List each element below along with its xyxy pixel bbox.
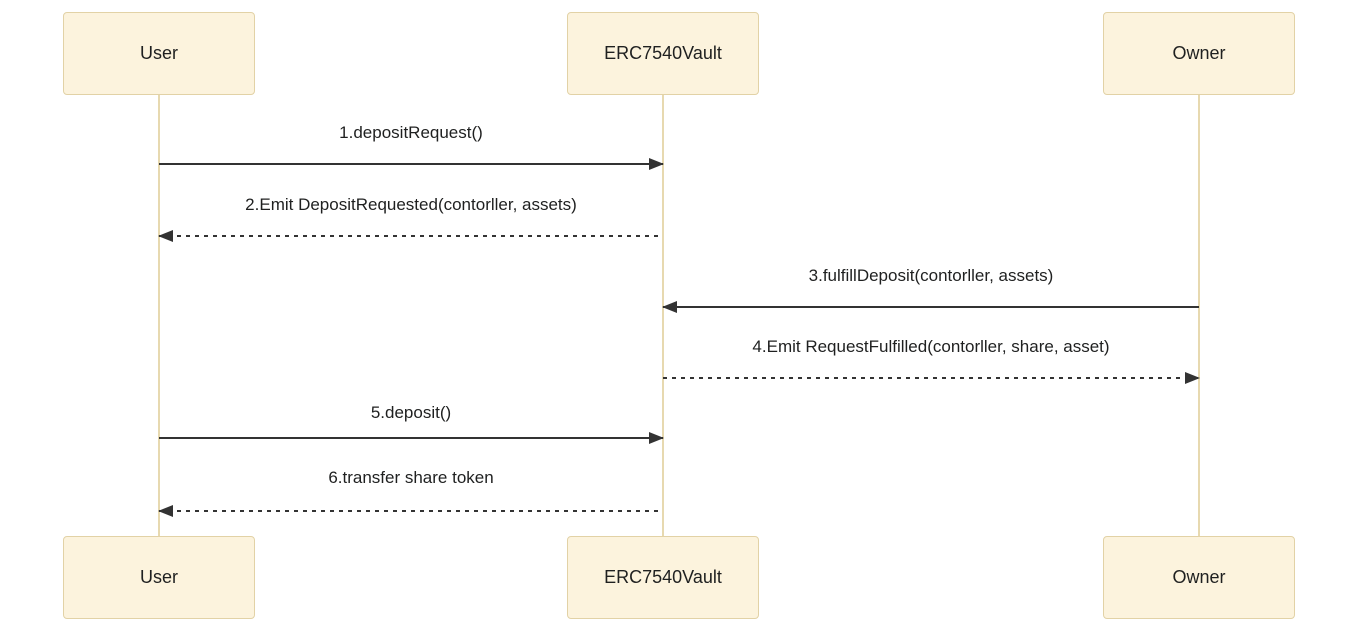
actor-box-vault-top: ERC7540Vault <box>567 12 759 95</box>
message-6-line <box>158 505 663 517</box>
message-2-label: 2.Emit DepositRequested(contorller, asse… <box>245 195 577 214</box>
actor-box-owner-bottom: Owner <box>1103 536 1295 619</box>
actor-label-user: User <box>139 43 178 63</box>
actor-box-owner-top: Owner <box>1103 12 1295 95</box>
message-5-line <box>159 432 664 444</box>
lifeline-user <box>158 95 160 536</box>
actor-box-user-top: User <box>63 12 255 95</box>
actor-label-vault-bottom: ERC7540Vault <box>604 567 722 587</box>
message-1-label: 1.depositRequest() <box>339 123 483 142</box>
message-3-line <box>662 301 1199 313</box>
message-4-label: 4.Emit RequestFulfilled(contorller, shar… <box>752 337 1110 356</box>
message-5-arrowhead-icon <box>649 432 664 444</box>
message-4-line <box>663 372 1200 384</box>
message-6-arrowhead-icon <box>158 505 173 517</box>
actor-label-owner: Owner <box>1172 43 1226 63</box>
message-3-arrowhead-icon <box>662 301 677 313</box>
message-6-label: 6.transfer share token <box>328 468 494 487</box>
message-3-label: 3.fulfillDeposit(contorller, assets) <box>808 266 1054 285</box>
actor-box-vault-bottom: ERC7540Vault <box>567 536 759 619</box>
message-2-arrowhead-icon <box>158 230 173 242</box>
message-2-line <box>158 230 663 242</box>
message-5-label: 5.deposit() <box>370 403 452 422</box>
actor-label-user-bottom: User <box>139 567 178 587</box>
actor-label-owner-bottom: Owner <box>1172 567 1226 587</box>
message-4-arrowhead-icon <box>1185 372 1200 384</box>
lifeline-vault <box>662 95 664 536</box>
actor-label-vault: ERC7540Vault <box>604 43 722 63</box>
actor-box-user-bottom: User <box>63 536 255 619</box>
message-1-arrowhead-icon <box>649 158 664 170</box>
message-1-line <box>159 158 664 170</box>
lifeline-owner <box>1198 95 1200 536</box>
